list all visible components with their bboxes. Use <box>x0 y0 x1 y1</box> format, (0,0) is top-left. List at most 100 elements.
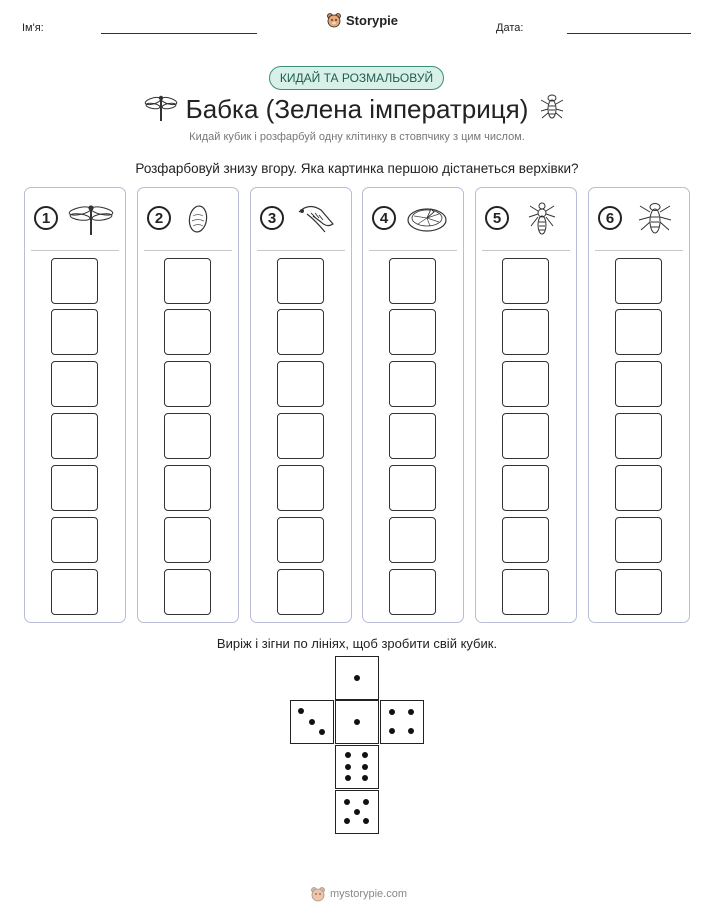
pip <box>318 728 325 735</box>
color-cell[interactable] <box>502 517 549 563</box>
footer: mystorypie.com <box>310 886 407 902</box>
date-label: Дата: <box>496 22 524 34</box>
color-cell[interactable] <box>164 569 211 615</box>
color-cell[interactable] <box>389 413 436 459</box>
pip <box>389 709 396 716</box>
dice-face-5 <box>335 790 379 834</box>
color-cell[interactable] <box>502 569 549 615</box>
color-cell[interactable] <box>51 465 98 511</box>
pip <box>353 674 360 681</box>
bear-logo-icon <box>311 887 325 902</box>
color-cell[interactable] <box>277 258 324 304</box>
pip <box>345 774 352 781</box>
storypie-logo: Storypie <box>326 12 398 28</box>
pip <box>407 709 414 716</box>
color-cell[interactable] <box>277 517 324 563</box>
name-field-line[interactable] <box>101 33 257 34</box>
color-cell[interactable] <box>615 361 662 407</box>
column-number: 6 <box>598 206 622 230</box>
column-divider <box>482 250 570 251</box>
nymph-jaw-icon <box>293 200 341 236</box>
color-cell[interactable] <box>615 309 662 355</box>
color-cell[interactable] <box>277 309 324 355</box>
color-cell[interactable] <box>502 309 549 355</box>
column-divider <box>369 250 457 251</box>
color-cell[interactable] <box>164 465 211 511</box>
color-cell[interactable] <box>389 361 436 407</box>
dice-face-3 <box>290 700 334 744</box>
column-divider <box>144 250 232 251</box>
pip <box>361 752 368 759</box>
color-cell[interactable] <box>389 517 436 563</box>
color-cell[interactable] <box>389 309 436 355</box>
color-cell[interactable] <box>502 413 549 459</box>
bear-logo-icon <box>327 13 341 28</box>
color-cell[interactable] <box>502 258 549 304</box>
color-cell[interactable] <box>164 309 211 355</box>
color-cell[interactable] <box>164 413 211 459</box>
color-cell[interactable] <box>51 258 98 304</box>
pip <box>389 727 396 734</box>
dice-face-6 <box>335 745 379 789</box>
pip <box>298 708 305 715</box>
dice-face-1 <box>335 700 379 744</box>
color-cell[interactable] <box>615 465 662 511</box>
pip <box>361 774 368 781</box>
column-number: 1 <box>34 206 58 230</box>
color-cell[interactable] <box>51 569 98 615</box>
logo-text: Storypie <box>346 12 399 28</box>
color-cell[interactable] <box>615 569 662 615</box>
column-number: 3 <box>260 206 284 230</box>
color-cell[interactable] <box>615 413 662 459</box>
name-label: Ім'я: <box>22 22 44 34</box>
color-cell[interactable] <box>277 361 324 407</box>
color-cell[interactable] <box>277 413 324 459</box>
color-cell[interactable] <box>164 258 211 304</box>
pip <box>308 718 315 725</box>
color-cell[interactable] <box>389 258 436 304</box>
pip <box>362 817 369 824</box>
page-title: Бабка (Зелена імператриця) <box>185 94 529 124</box>
larva-icon <box>518 200 566 236</box>
color-cell[interactable] <box>51 517 98 563</box>
lily-pad-icon <box>405 200 453 236</box>
footer-url[interactable]: mystorypie.com <box>330 888 408 900</box>
column-divider <box>257 250 345 251</box>
color-cell[interactable] <box>164 517 211 563</box>
dice-face-1 <box>335 656 379 700</box>
color-cell[interactable] <box>615 517 662 563</box>
dice-column-4: 4 <box>362 187 464 623</box>
color-cell[interactable] <box>51 309 98 355</box>
column-number: 4 <box>372 206 396 230</box>
color-cell[interactable] <box>389 569 436 615</box>
color-cell[interactable] <box>277 569 324 615</box>
color-cell[interactable] <box>502 465 549 511</box>
pip <box>362 799 369 806</box>
dragonfly-icon <box>144 95 178 121</box>
color-cell[interactable] <box>51 413 98 459</box>
dragonfly-icon <box>67 200 115 236</box>
column-divider <box>595 250 683 251</box>
coloring-instruction: Розфарбовуй знизу вгору. Яка картинка пе… <box>135 161 579 176</box>
dice-column-3: 3 <box>250 187 352 623</box>
pip <box>344 799 351 806</box>
date-field-line[interactable] <box>567 33 691 34</box>
page-subtitle: Кидай кубик і розфарбуй одну клітинку в … <box>189 131 525 143</box>
color-cell[interactable] <box>164 361 211 407</box>
dice-column-6: 6 <box>588 187 690 623</box>
pip <box>361 763 368 770</box>
pip <box>345 752 352 759</box>
color-cell[interactable] <box>389 465 436 511</box>
color-cell[interactable] <box>51 361 98 407</box>
column-number: 5 <box>485 206 509 230</box>
pip <box>407 727 414 734</box>
column-divider <box>31 250 119 251</box>
pip <box>353 808 360 815</box>
activity-badge: КИДАЙ ТА РОЗМАЛЬОВУЙ <box>269 66 444 90</box>
color-cell[interactable] <box>502 361 549 407</box>
color-cell[interactable] <box>277 465 324 511</box>
pip <box>353 718 360 725</box>
dice-column-5: 5 <box>475 187 577 623</box>
pip <box>345 763 352 770</box>
color-cell[interactable] <box>615 258 662 304</box>
